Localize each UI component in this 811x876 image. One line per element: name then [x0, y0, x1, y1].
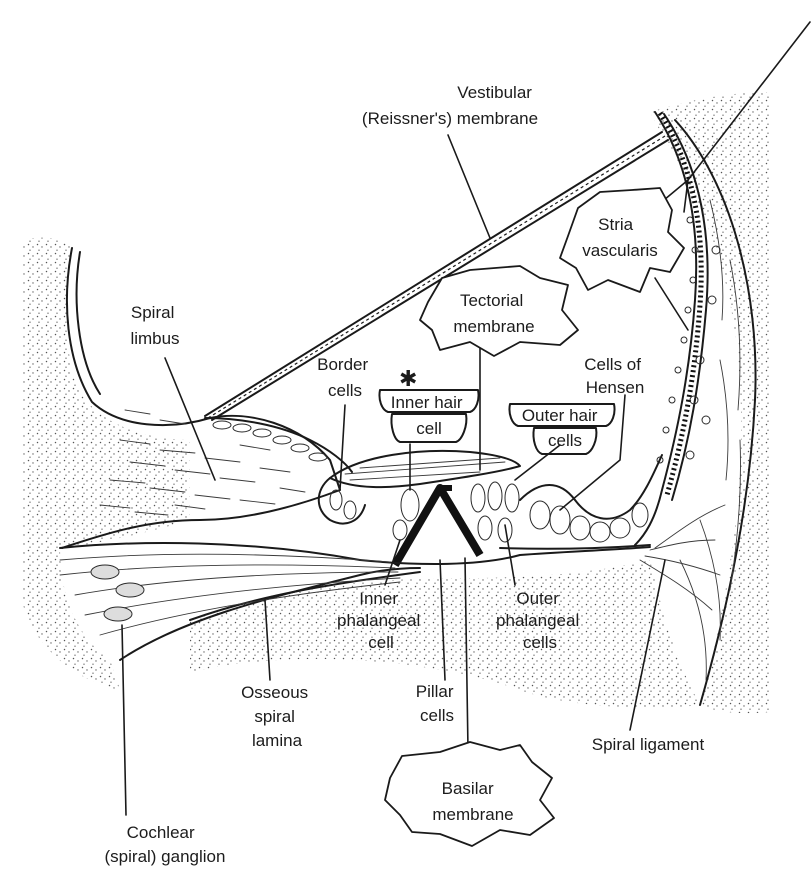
stria-bubble: [560, 188, 684, 292]
cochlear-ganglion-label: Cochlear (spiral) ganglion: [105, 823, 226, 866]
star-marker: ✱: [399, 366, 417, 391]
spiral-ligament-label: Spiral ligament: [592, 735, 705, 754]
pillar-cells-label: Pillar cells: [416, 682, 459, 725]
spiral-limbus-label: Spiral limbus: [130, 303, 179, 348]
hensen-cell-region: [500, 455, 662, 549]
border-cells-label: Border cells: [317, 355, 373, 400]
pillar-cells-shape: [395, 488, 480, 565]
vestibular-membrane-label: Vestibular (Reissner's) membrane: [362, 83, 538, 128]
tectorial-bubble: [420, 266, 578, 356]
osseous-spiral-lamina-label: Osseous spiral lamina: [241, 683, 313, 750]
inner-hair-cell-label: Inner hair cell: [391, 393, 468, 438]
bone-right: [650, 92, 770, 713]
cells-of-hensen-label: Cells of Hensen: [584, 355, 645, 397]
tectorial-membrane-shape: [330, 451, 520, 487]
